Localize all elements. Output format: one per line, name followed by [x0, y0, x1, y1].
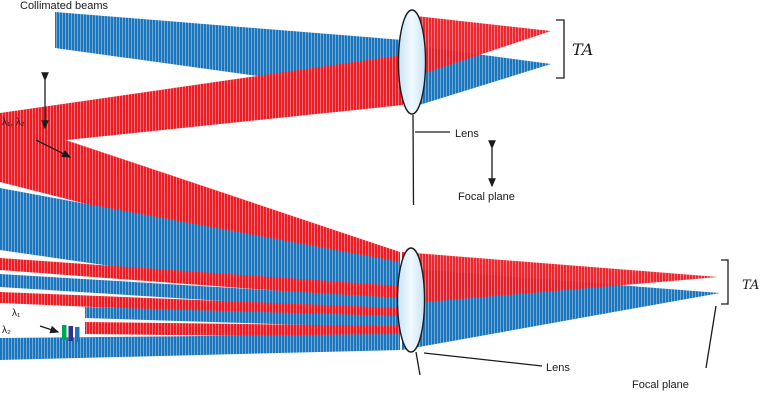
wavelength-label-top: λ₁, λ₂ — [2, 117, 25, 128]
spot-separation-label-bottom: TA — [742, 278, 759, 293]
lens-label-top: Lens — [455, 128, 479, 140]
wavelength-label-bottom-1: λ₁ — [12, 308, 21, 319]
lens-plane-line-bottom — [415, 351, 421, 376]
lens-2 — [396, 247, 426, 353]
beam-stripe-red-3 — [85, 322, 400, 338]
beam-input-red-top — [0, 55, 403, 147]
beam-stripe-blue-2 — [85, 307, 400, 328]
spot-bracket-bottom — [721, 259, 729, 305]
beam-output-red-bottom — [402, 252, 718, 304]
spectrum-bar-teal — [62, 325, 67, 340]
wavelength-arrow-bottom — [39, 325, 60, 334]
wavelength-label-bottom-2: λ₂ — [2, 325, 11, 336]
red-beam-arrow-top — [35, 139, 72, 158]
beam-output-red-top — [416, 16, 551, 76]
lens-1 — [397, 9, 427, 115]
lens-label-bottom: Lens — [546, 362, 570, 374]
spectrum-bar-navy — [68, 326, 73, 341]
lens-leader-bottom — [423, 352, 543, 367]
beam-stripe-blue-3 — [0, 334, 400, 360]
beam-diagonal-red — [0, 118, 400, 284]
spot-separation-label-top: TA — [572, 40, 593, 59]
spot-bracket-top — [556, 19, 565, 79]
beam-diagonal-blue — [0, 188, 400, 308]
focal-plane-label-bottom: Focal plane — [632, 379, 689, 391]
focal-leader-bottom — [705, 305, 717, 369]
lens-plane-line-top — [412, 114, 415, 206]
beam-stripe-blue-1 — [0, 274, 400, 312]
beam-stripe-red-1 — [0, 258, 400, 300]
figure-title: Collimated beams — [20, 0, 109, 12]
beam-stripe-red-2 — [0, 292, 400, 320]
focal-plane-label-top: Focal plane — [458, 191, 515, 203]
spectrum-bar-blue — [75, 327, 80, 342]
